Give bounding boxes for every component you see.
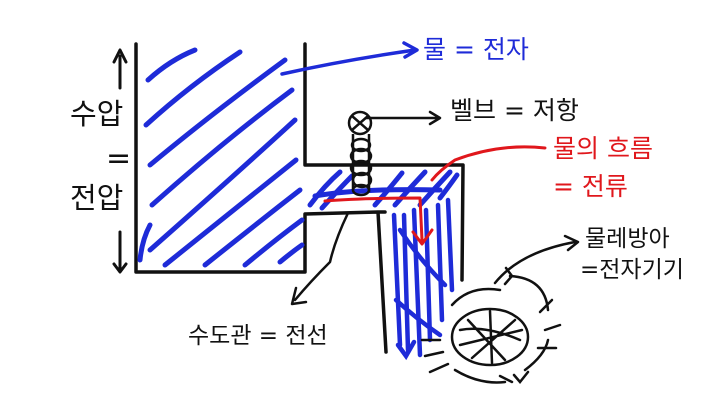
flow-label-line2: = 전류 <box>553 172 628 201</box>
water-wheel-icon <box>420 266 562 384</box>
pipe-label: 수도관 = 전선 <box>188 323 328 349</box>
valve-label: 벨브 = 저항 <box>450 96 579 125</box>
pressure-label-top: 수압 <box>70 97 124 131</box>
flow-label-line1: 물의 흐름 <box>553 134 653 163</box>
vertical-pipe-water <box>391 197 455 361</box>
water-arrow <box>280 41 419 76</box>
pressure-label-bottom: 전압 <box>70 181 124 215</box>
flow-arrow <box>323 145 547 246</box>
water-label: 물 = 전자 <box>423 35 529 64</box>
pressure-arrows <box>112 48 128 274</box>
label-arrows <box>290 110 580 306</box>
valve-icon <box>347 110 373 197</box>
tank-water-hatching <box>137 47 305 268</box>
pressure-label-equals: = <box>106 141 132 176</box>
pinwheel-label-line1: 물레방아 <box>585 226 670 252</box>
pinwheel-label-line2: =전자기기 <box>580 257 684 283</box>
tank-outline <box>134 42 465 354</box>
